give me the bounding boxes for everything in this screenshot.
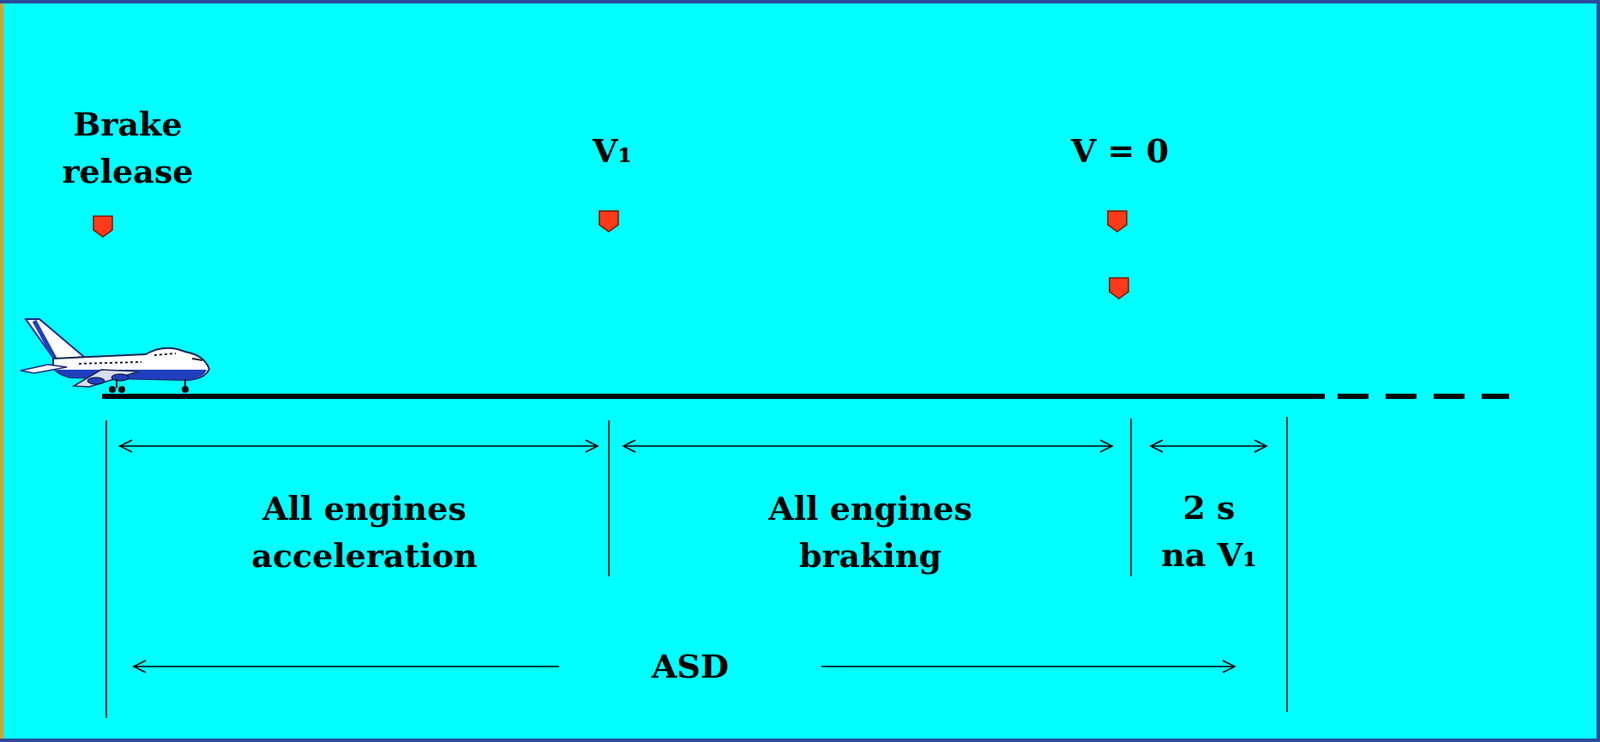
extension-line (1130, 418, 1132, 577)
dimension-arrow (120, 439, 598, 452)
wheel (181, 385, 189, 393)
event-label: V = 0 (1070, 126, 1170, 175)
engine (87, 377, 105, 385)
dimension-label: ASD (651, 642, 730, 690)
segment-label: All engines braking (767, 484, 974, 579)
airplane-illustration (20, 318, 210, 393)
wheel (108, 385, 116, 393)
extension-line (607, 420, 610, 577)
runway-line (102, 393, 1325, 399)
position-marker (1107, 210, 1127, 232)
tail-fin (25, 318, 85, 361)
wing (73, 369, 139, 387)
slide-edge (0, 3, 4, 739)
cockpit-window (192, 358, 203, 361)
tail-stripe (34, 320, 55, 359)
gear-strut (115, 378, 118, 388)
speed-label: V₁ (591, 126, 633, 175)
segment-label: All engines acceleration (251, 484, 479, 579)
extension-line (1286, 416, 1288, 712)
stabilizer (20, 364, 67, 373)
wheel (118, 385, 126, 393)
windows (154, 353, 176, 355)
runway-extension (1337, 393, 1510, 399)
segment-label: 2 s na V₁ (1160, 483, 1258, 578)
engine (111, 373, 129, 381)
event-label: Brake release (61, 100, 195, 195)
extension-line (105, 420, 108, 718)
dimension-arrow (1150, 439, 1267, 452)
position-marker (1109, 277, 1129, 299)
position-marker (93, 216, 113, 237)
position-marker (599, 210, 619, 232)
windows (78, 361, 142, 364)
dimension-arrow (133, 660, 560, 673)
fuselage (53, 348, 210, 380)
dimension-arrow (623, 439, 1113, 452)
dimension-arrow (821, 660, 1235, 673)
